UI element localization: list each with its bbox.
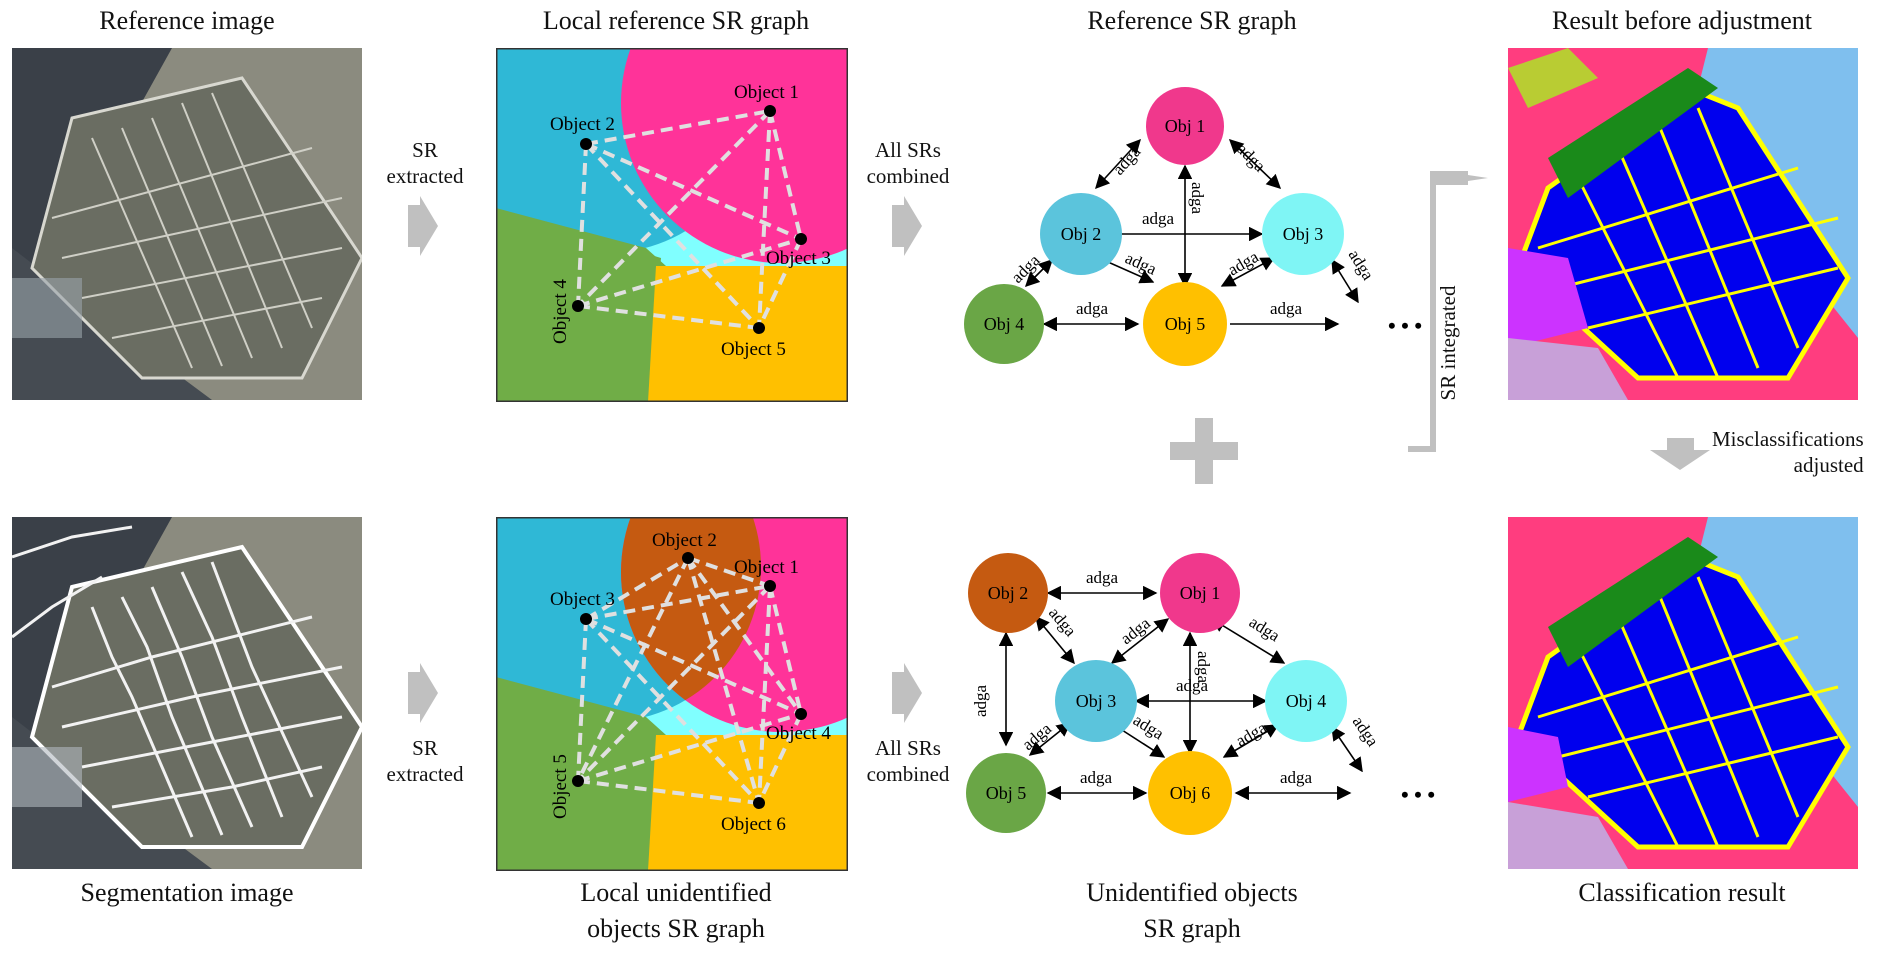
svg-text:Obj 6: Obj 6 xyxy=(1170,783,1211,803)
svg-text:adga: adga xyxy=(1233,139,1269,175)
ref-node-5 xyxy=(1143,282,1227,366)
top-local-object-2: Object 2 xyxy=(550,114,615,135)
svg-text:Obj 3: Obj 3 xyxy=(1076,691,1117,711)
svg-text:adga: adga xyxy=(1080,768,1113,787)
local-reference-graph: Object 1 Object 2 Object 3 Object 4 Obje… xyxy=(496,48,848,402)
title-local-unidentified-1: Local unidentified xyxy=(580,878,772,907)
svg-text:Obj 5: Obj 5 xyxy=(1165,314,1206,334)
title-reference-graph: Reference SR graph xyxy=(1087,6,1297,35)
ref-node-1 xyxy=(1146,87,1224,165)
local-unid-edges xyxy=(576,556,803,805)
unid-node-5 xyxy=(966,753,1046,833)
arrow-all-srs-top xyxy=(892,196,922,256)
local-unidentified-graph: Object 1 Object 2 Object 3 Object 4 Obje… xyxy=(496,517,848,871)
svg-text:adga: adga xyxy=(1117,613,1154,648)
svg-text:adga: adga xyxy=(1142,209,1175,228)
svg-text:adga: adga xyxy=(971,684,990,717)
top-local-object-4: Object 4 xyxy=(550,279,571,344)
svg-text:Obj 2: Obj 2 xyxy=(988,583,1029,603)
svg-text:adga: adga xyxy=(1109,142,1145,179)
bottom-local-object-3: Object 3 xyxy=(550,589,615,610)
result-before-map xyxy=(1508,48,1858,400)
bottom-local-object-2: Object 2 xyxy=(652,530,717,551)
segmentation-image xyxy=(12,517,362,869)
local-ref-edges xyxy=(576,109,803,330)
arrow-sr-extracted-top xyxy=(408,196,438,256)
bottom-local-object-6: Object 6 xyxy=(721,814,786,835)
ref-graph-ellipsis: • • • xyxy=(1388,313,1422,338)
ref-node-4 xyxy=(964,284,1044,364)
unid-node-1 xyxy=(1160,553,1240,633)
classification-result-map xyxy=(1508,517,1858,869)
ref-node-3 xyxy=(1262,193,1344,275)
plus-sign-v xyxy=(1195,418,1213,484)
svg-text:adga: adga xyxy=(1007,250,1043,286)
svg-text:Obj 5: Obj 5 xyxy=(986,783,1027,803)
reference-image xyxy=(12,48,362,400)
svg-text:adga: adga xyxy=(1122,248,1159,279)
svg-text:Obj 2: Obj 2 xyxy=(1061,224,1102,244)
unid-node-6 xyxy=(1148,751,1232,835)
svg-text:Obj 1: Obj 1 xyxy=(1180,583,1221,603)
unid-node-3 xyxy=(1055,660,1137,742)
arrow-sr-extracted-bottom xyxy=(408,663,438,723)
svg-text:adga: adga xyxy=(1345,246,1378,284)
title-classification-result: Classification result xyxy=(1578,878,1786,907)
svg-text:adga: adga xyxy=(1270,299,1303,318)
svg-text:adga: adga xyxy=(1076,299,1109,318)
title-result-before: Result before adjustment xyxy=(1552,6,1812,35)
unidentified-graph: adga adga adga adga adga adga adga adga … xyxy=(966,553,1435,835)
title-segmentation-image: Segmentation image xyxy=(80,878,294,907)
svg-text:adga: adga xyxy=(1233,718,1271,751)
unid-node-2 xyxy=(968,553,1048,633)
bottom-local-object-4: Object 4 xyxy=(766,723,831,744)
arrow-misclass xyxy=(1650,438,1710,470)
title-reference-image: Reference image xyxy=(99,6,275,35)
top-local-object-5: Object 5 xyxy=(721,339,786,360)
svg-text:adga: adga xyxy=(1246,612,1284,645)
svg-text:adga: adga xyxy=(1349,713,1383,751)
svg-text:Obj 4: Obj 4 xyxy=(984,314,1025,334)
ref-graph-nodes xyxy=(964,87,1344,366)
title-unidentified-2: SR graph xyxy=(1143,914,1241,943)
svg-text:adga: adga xyxy=(1188,182,1207,215)
bottom-local-object-5: Object 5 xyxy=(550,754,571,819)
svg-text:adga: adga xyxy=(1086,568,1119,587)
svg-text:Obj 4: Obj 4 xyxy=(1286,691,1327,711)
unid-graph-nodes xyxy=(966,553,1347,835)
title-unidentified-1: Unidentified objects xyxy=(1086,878,1298,907)
ref-node-2 xyxy=(1040,193,1122,275)
bottom-local-object-1: Object 1 xyxy=(734,557,799,578)
svg-text:Obj 3: Obj 3 xyxy=(1283,224,1324,244)
unid-graph-edges xyxy=(998,585,1363,801)
top-local-object-1: Object 1 xyxy=(734,82,799,103)
local-unid-dots xyxy=(572,552,807,809)
title-local-reference-graph: Local reference SR graph xyxy=(542,6,810,35)
svg-text:adga: adga xyxy=(1280,768,1313,787)
unid-graph-ellipsis: • • • xyxy=(1401,782,1435,807)
top-local-object-3: Object 3 xyxy=(766,248,831,269)
svg-text:Obj 1: Obj 1 xyxy=(1165,116,1206,136)
local-ref-dots xyxy=(572,105,807,334)
reference-graph: adga adga adga adga adga adga adga adga … xyxy=(964,87,1422,366)
arrow-all-srs-bottom xyxy=(892,663,922,723)
svg-text:adga: adga xyxy=(1194,651,1213,684)
title-local-unidentified-2: objects SR graph xyxy=(587,914,765,943)
unid-node-4 xyxy=(1265,660,1347,742)
svg-text:adga: adga xyxy=(1176,676,1209,695)
